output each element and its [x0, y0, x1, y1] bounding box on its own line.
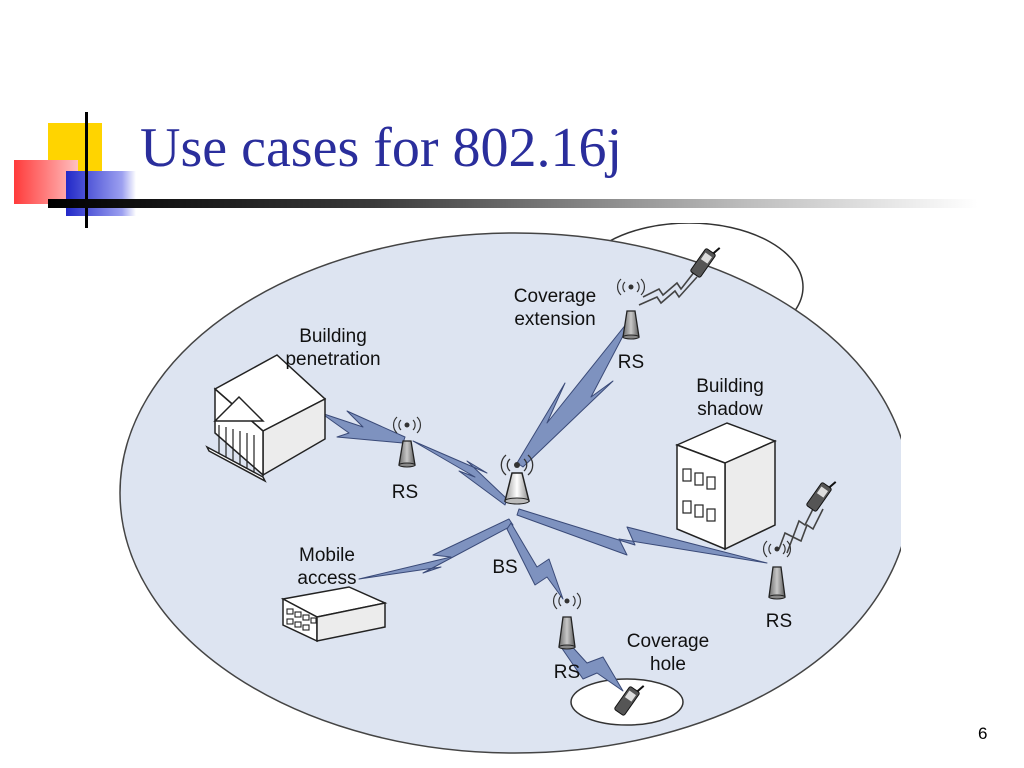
label-coverage-hole-2: hole: [650, 654, 686, 675]
link-bs-rs-top: [516, 312, 636, 468]
label-coverage-hole-1: Coverage: [627, 631, 709, 652]
label-coverage-extension-2: extension: [514, 309, 595, 330]
label-bs: BS: [492, 557, 517, 578]
network-diagram: Coverage extension Building penetration …: [115, 223, 901, 761]
label-coverage-extension-1: Coverage: [514, 286, 596, 307]
handset-links: [638, 270, 824, 554]
handset-icon: [614, 685, 645, 716]
slide-title: Use cases for 802.16j: [140, 117, 623, 179]
radio-links: [320, 312, 768, 692]
link-rs-building: [320, 410, 406, 444]
page-number: 6: [978, 724, 988, 743]
office-building-icon: [675, 422, 777, 551]
base-station-icon: [500, 454, 534, 505]
label-rs-top: RS: [618, 352, 644, 373]
link-bs-rs-left: [412, 440, 508, 506]
label-building-penetration-2: penetration: [285, 349, 380, 370]
label-mobile-access-1: Mobile: [299, 545, 355, 566]
link-bs-rs-right: [516, 508, 768, 564]
label-building-penetration-1: Building: [299, 326, 367, 347]
label-rs-left: RS: [392, 482, 418, 503]
bus-icon: [280, 586, 388, 643]
building-penetration-icon: [205, 354, 327, 483]
label-rs-right: RS: [766, 611, 792, 632]
link-rs-hole: [560, 640, 624, 692]
decor-blue-block: [66, 171, 136, 216]
relay-station-icon: [763, 540, 791, 600]
relay-station-icon: [617, 278, 645, 340]
decor-vertical-line: [85, 112, 88, 228]
relay-station-icon: [553, 592, 581, 650]
label-mobile-access-2: access: [297, 568, 356, 589]
relay-station-icon: [393, 416, 421, 468]
handset-icon: [806, 481, 837, 512]
label-building-shadow-2: shadow: [697, 399, 763, 420]
label-rs-bottom: RS: [554, 662, 580, 683]
handset-icon: [690, 247, 721, 278]
link-bs-rs-bottom: [506, 522, 564, 600]
label-building-shadow-1: Building: [696, 376, 764, 397]
link-bs-mobile: [358, 518, 514, 580]
title-underline: [48, 199, 978, 208]
